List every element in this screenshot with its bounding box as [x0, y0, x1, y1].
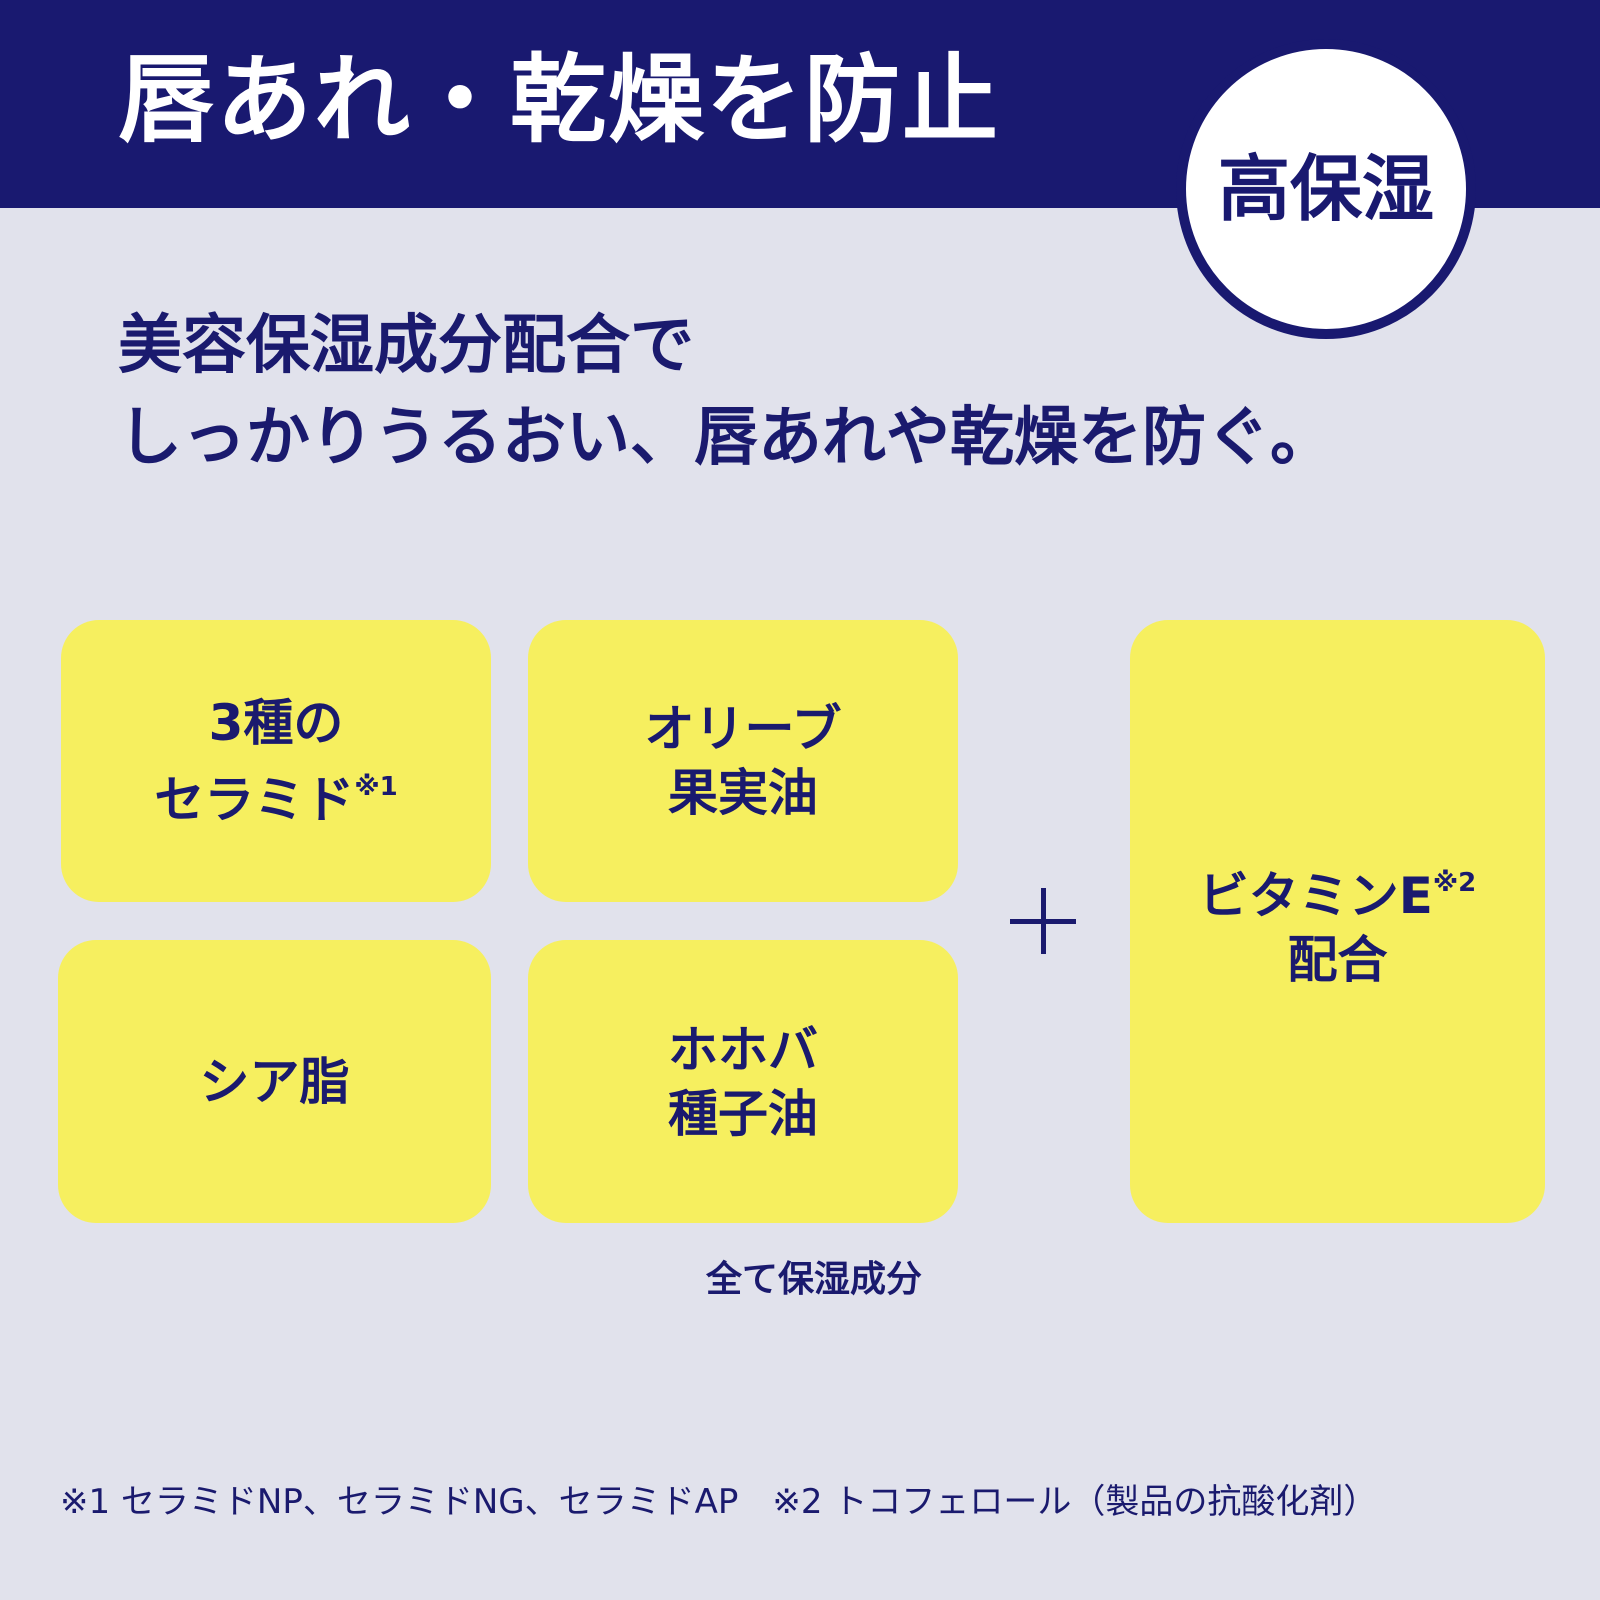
ingredient-card-olive-oil: オリーブ 果実油: [528, 620, 958, 902]
footnote-mark-2: ※2: [1432, 868, 1477, 898]
card-line-1: ビタミンE※2: [1199, 851, 1477, 928]
plus-icon: [1010, 888, 1076, 954]
card-line-2: 果実油: [668, 764, 818, 822]
card-line-2: 配合: [1287, 931, 1388, 989]
card-line-2: 種子油: [668, 1084, 818, 1143]
card-line-1: ホホバ: [668, 1020, 818, 1079]
headline: 唇あれ・乾燥を防止: [118, 44, 1000, 156]
subtitle: 美容保湿成分配合で しっかりうるおい、唇あれや乾燥を防ぐ。: [118, 300, 1334, 484]
ingredient-card-vitamin-e: ビタミンE※2 配合: [1130, 620, 1545, 1223]
card-line-1: シア脂: [199, 1052, 350, 1111]
badge-text: 高保湿: [1217, 147, 1434, 231]
high-moisture-badge: 高保湿: [1176, 39, 1476, 339]
all-moisturizing-caption: 全て保湿成分: [706, 1259, 923, 1300]
ingredient-card-jojoba-oil: ホホバ 種子油: [528, 940, 958, 1223]
subtitle-line-1: 美容保湿成分配合で: [118, 309, 694, 383]
ingredient-card-ceramide: 3種の セラミド※1: [61, 620, 491, 902]
footnote-mark-1: ※1: [354, 771, 398, 802]
card-line-2: セラミド※1: [154, 755, 397, 832]
card-line-1: 3種の: [208, 693, 344, 752]
card-line-1-text: ビタミンE: [1198, 867, 1433, 925]
footnote: ※1 セラミドNP、セラミドNG、セラミドAP ※2 トコフェロール（製品の抗酸…: [60, 1482, 1378, 1522]
subtitle-line-2: しっかりうるおい、唇あれや乾燥を防ぐ。: [118, 401, 1334, 475]
card-line-2-text: セラミド: [154, 770, 355, 829]
ingredient-card-shea-butter: シア脂: [58, 940, 491, 1223]
card-line-1: オリーブ: [644, 700, 842, 758]
